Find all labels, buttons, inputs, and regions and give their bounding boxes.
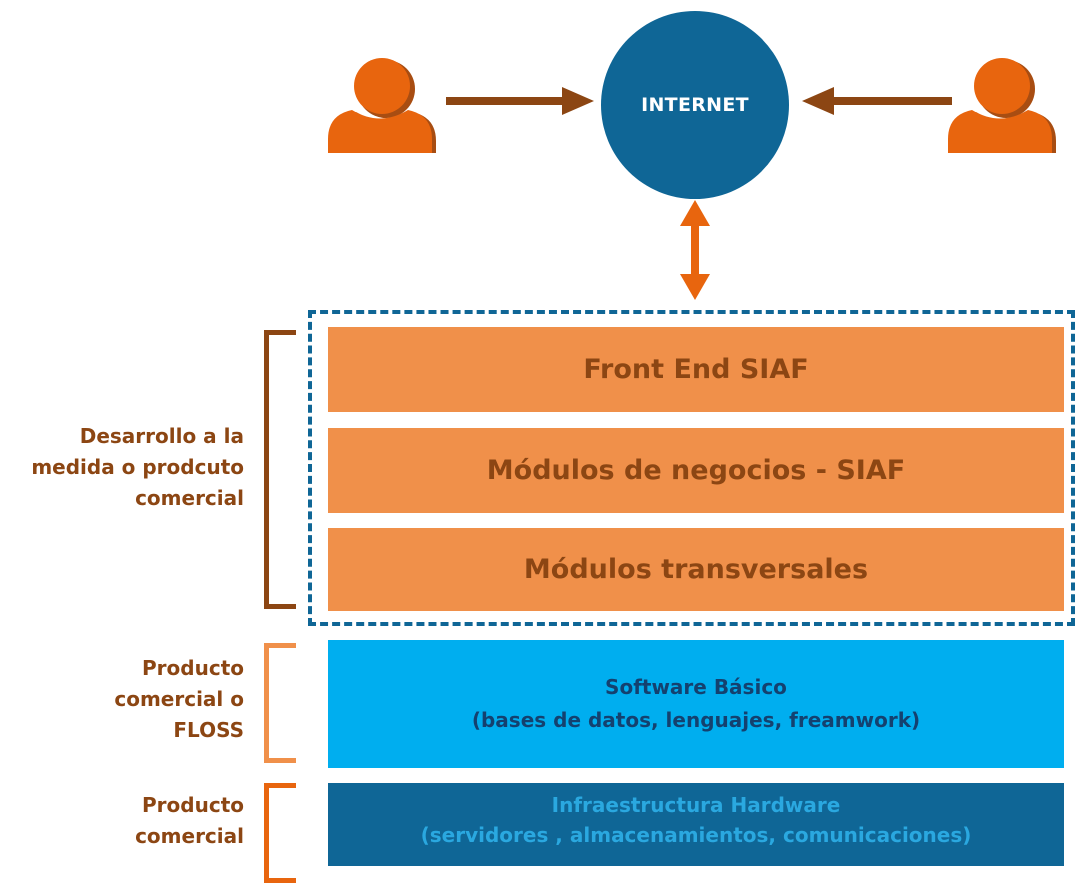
label-commercial-line1: Producto [142,793,244,817]
software-subtitle: (bases de datos, lenguajes, freamwork) [471,708,921,732]
bracket-custom-development [264,330,296,609]
layer-front-end-label: Front End SIAF [583,354,809,385]
label-custom-line1: Desarrollo a la [79,424,244,448]
label-commercial: Producto comercial [135,790,244,852]
layer-business-modules-label: Módulos de negocios - SIAF [486,455,906,486]
arrow-left-icon [802,87,952,115]
label-floss-line3: FLOSS [173,718,244,742]
internet-label: INTERNET [641,94,749,116]
label-custom-line2: medida o prodcuto [31,455,244,479]
software-title: Software Básico [605,675,787,699]
label-commercial-line2: comercial [135,824,244,848]
bidirectional-arrow-icon [680,200,710,300]
layer-transversal-modules: Módulos transversales [328,528,1064,611]
siaf-application-group [308,310,1075,626]
layer-transversal-modules-label: Módulos transversales [523,554,869,585]
hardware-subtitle: (servidores , almacenamientos, comunicac… [420,823,972,847]
label-floss-line2: comercial o [114,687,244,711]
label-floss-line1: Producto [142,656,244,680]
arrow-right-icon [446,87,594,115]
layer-business-modules: Módulos de negocios - SIAF [328,428,1064,513]
bracket-floss [264,643,296,763]
label-custom-line3: comercial [135,486,244,510]
bracket-commercial [264,783,296,883]
layer-software-basico: Software Básico (bases de datos, lenguaj… [328,640,1064,768]
user-right-icon [948,58,1056,153]
label-custom-development: Desarrollo a la medida o prodcuto comerc… [31,421,244,514]
layer-front-end: Front End SIAF [328,327,1064,412]
label-floss: Producto comercial o FLOSS [114,653,244,746]
hardware-title: Infraestructura Hardware [551,793,841,817]
layer-infraestructura: Infraestructura Hardware (servidores , a… [328,783,1064,866]
user-left-icon [328,58,436,153]
internet-node: INTERNET [601,11,789,199]
